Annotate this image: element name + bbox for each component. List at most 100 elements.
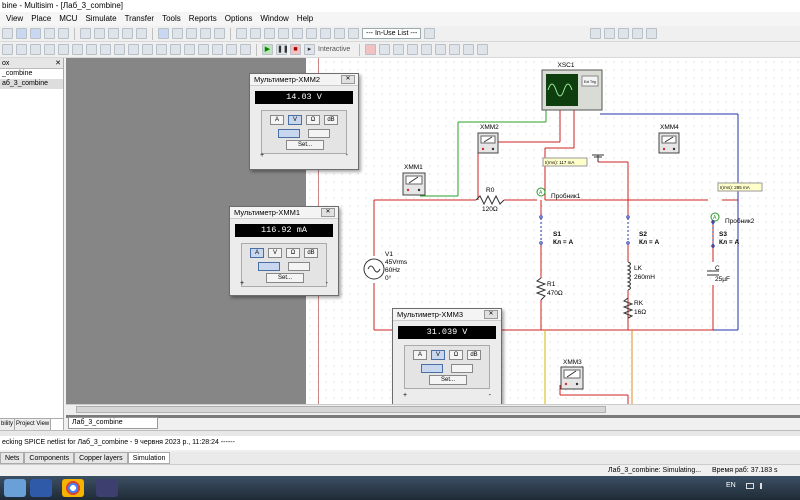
ac-mode-button[interactable] xyxy=(258,262,280,271)
probe-reference-icon[interactable] xyxy=(463,44,475,55)
multimeter-xmm1-panel[interactable]: Мультиметр-XMM1 ✕ 116.92 mA A V Ω dB Set… xyxy=(229,206,339,296)
menu-transfer[interactable]: Transfer xyxy=(124,14,155,23)
multimeter-xmm2-panel[interactable]: Мультиметр-XMM2 ✕ 14.03 V A V Ω dB Set..… xyxy=(249,73,359,170)
close-icon[interactable]: ✕ xyxy=(55,60,61,67)
grapher-icon[interactable] xyxy=(292,28,303,39)
schematic-canvas[interactable]: XSC1 Ext Trig XMM2 XMM4 XMM1 XMM3 R0 120… xyxy=(306,58,800,404)
tab-visibility[interactable]: bility xyxy=(0,419,16,430)
tree-item-project[interactable]: _combine xyxy=(2,70,33,77)
zoom-area-icon[interactable] xyxy=(618,28,629,39)
copy-icon[interactable] xyxy=(94,28,105,39)
probe-icon[interactable] xyxy=(365,44,377,55)
volume-icon[interactable] xyxy=(760,483,768,489)
stop-icon[interactable]: ■ xyxy=(290,44,301,55)
menu-options[interactable]: Options xyxy=(224,14,253,23)
network-icon[interactable] xyxy=(746,483,754,489)
probe-voltage-icon[interactable] xyxy=(407,44,419,55)
component-icon[interactable] xyxy=(278,28,289,39)
probe-dropdown-icon[interactable] xyxy=(379,44,391,55)
zoom-fit-icon[interactable] xyxy=(632,28,643,39)
capacitor-c[interactable] xyxy=(707,270,719,276)
set-button[interactable]: Set... xyxy=(266,273,304,283)
probe-current-icon[interactable] xyxy=(421,44,433,55)
new-file-icon[interactable] xyxy=(2,28,13,39)
help-icon[interactable] xyxy=(424,28,436,39)
decibel-button[interactable]: dB xyxy=(324,115,338,125)
menu-place[interactable]: Place xyxy=(31,14,52,23)
design-toolbox-icon[interactable] xyxy=(236,28,247,39)
probe1-icon[interactable] xyxy=(536,187,546,197)
electromech-icon[interactable] xyxy=(198,44,209,55)
switch-s3[interactable] xyxy=(711,220,715,248)
paste-icon[interactable] xyxy=(108,28,119,39)
rf-icon[interactable] xyxy=(184,44,195,55)
mixed-icon[interactable] xyxy=(128,44,139,55)
back-annotate-icon[interactable] xyxy=(334,28,345,39)
dc-mode-button[interactable] xyxy=(288,262,310,271)
multimeter-xmm2-symbol[interactable] xyxy=(477,132,499,154)
zoom-in-icon[interactable] xyxy=(172,28,183,39)
menu-window[interactable]: Window xyxy=(260,14,289,23)
zoom-area-icon[interactable] xyxy=(200,28,211,39)
menu-mcu[interactable]: MCU xyxy=(59,14,78,23)
menu-tools[interactable]: Tools xyxy=(162,14,181,23)
hierarchical-icon[interactable] xyxy=(226,44,237,55)
open-folder-icon[interactable] xyxy=(16,28,27,39)
ohmmeter-button[interactable]: Ω xyxy=(286,248,300,258)
probe-power-icon[interactable] xyxy=(435,44,447,55)
chrome-icon[interactable] xyxy=(62,479,84,497)
resistor-rk[interactable] xyxy=(622,297,634,319)
probe-diff-icon[interactable] xyxy=(477,44,489,55)
start-button[interactable] xyxy=(4,479,26,497)
print-icon[interactable] xyxy=(44,28,55,39)
redo-icon[interactable] xyxy=(136,28,147,39)
power-icon[interactable] xyxy=(156,44,167,55)
ttl-icon[interactable] xyxy=(86,44,97,55)
switch-s1[interactable] xyxy=(539,215,543,245)
dc-mode-button[interactable] xyxy=(308,129,330,138)
panel-titlebar[interactable]: Мультиметр-XMM1 ✕ xyxy=(230,207,338,219)
misc-icon[interactable] xyxy=(170,44,181,55)
tab-components[interactable]: Components xyxy=(24,452,75,464)
document-tab[interactable]: Лаб_3_combine xyxy=(68,417,158,429)
probe2-icon[interactable] xyxy=(710,212,720,222)
panel-titlebar[interactable]: Мультиметр-XMM2 ✕ xyxy=(250,74,358,86)
oscilloscope-xsc1[interactable] xyxy=(541,69,603,111)
scrollbar-thumb[interactable] xyxy=(76,406,606,413)
probe-settings-icon[interactable] xyxy=(393,44,405,55)
schematic-sheet[interactable] xyxy=(306,58,800,404)
mcu-icon[interactable] xyxy=(212,44,223,55)
undo-icon[interactable] xyxy=(122,28,133,39)
resistor-r0[interactable] xyxy=(475,194,505,206)
multimeter-xmm4-symbol[interactable] xyxy=(658,132,680,154)
database-icon[interactable] xyxy=(264,28,275,39)
tab-nets[interactable]: Nets xyxy=(0,452,25,464)
tab-project-view[interactable]: Project View xyxy=(15,419,52,430)
fullscreen-icon[interactable] xyxy=(646,28,657,39)
switch-s2[interactable] xyxy=(626,215,630,245)
ac-mode-button[interactable] xyxy=(278,129,300,138)
postprocessor-icon[interactable] xyxy=(306,28,317,39)
cut-icon[interactable] xyxy=(80,28,91,39)
ammeter-button[interactable]: A xyxy=(270,115,284,125)
inductor-lk[interactable] xyxy=(626,261,631,291)
toggle-fullscreen-icon[interactable] xyxy=(158,28,169,39)
decibel-button[interactable]: dB xyxy=(467,350,481,360)
close-icon[interactable]: ✕ xyxy=(341,75,355,84)
resistor-r1[interactable] xyxy=(535,277,547,301)
zoom-out-icon[interactable] xyxy=(186,28,197,39)
component-place-icon[interactable] xyxy=(2,44,13,55)
ohmmeter-button[interactable]: Ω xyxy=(306,115,320,125)
menu-view[interactable]: View xyxy=(6,14,24,23)
probe-digital-icon[interactable] xyxy=(449,44,461,55)
tree-item-design[interactable]: аб_3_combine xyxy=(0,79,63,89)
menu-reports[interactable]: Reports xyxy=(188,14,217,23)
voltmeter-button[interactable]: V xyxy=(288,115,302,125)
voltmeter-button[interactable]: V xyxy=(431,350,445,360)
multimeter-xmm3-symbol[interactable] xyxy=(560,366,584,390)
basic-icon[interactable] xyxy=(30,44,41,55)
menu-simulate[interactable]: Simulate xyxy=(85,14,117,23)
multisim-taskbar-icon[interactable] xyxy=(96,479,118,497)
erc-icon[interactable] xyxy=(320,28,331,39)
multimeter-xmm1-symbol[interactable] xyxy=(402,172,426,196)
